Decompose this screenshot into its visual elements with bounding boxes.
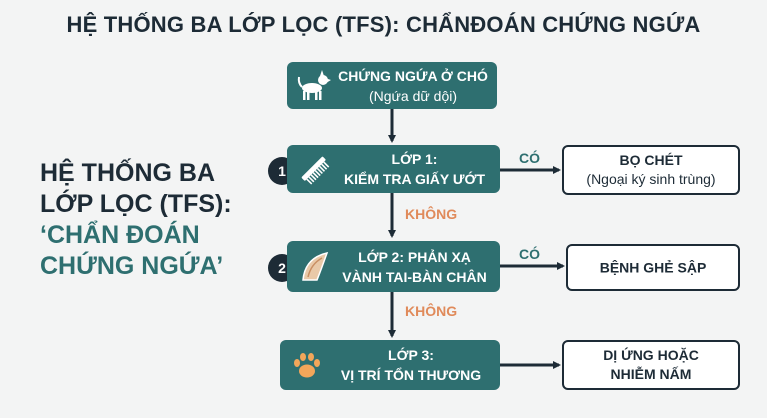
outcome-scabies-box: BỆNH GHẺ SẬP: [566, 244, 740, 291]
comb-icon: [295, 150, 333, 188]
outcome1-line1: BỌ CHÉT: [619, 152, 683, 168]
layer3-box: LỚP 3: VỊ TRÍ TỔN THƯƠNG: [280, 340, 500, 390]
start-box: CHỨNG NGỨA Ở CHÓ (Ngứa dữ dội): [287, 62, 497, 109]
start-title: CHỨNG NGỨA Ở CHÓ: [338, 67, 488, 84]
side-heading: HỆ THỐNG BA LỚP LỌC (TFS): ‘CHẨN ĐOÁN CH…: [40, 158, 270, 282]
side-heading-line-2: LỚP LỌC (TFS):: [40, 190, 232, 218]
layer2-line2: VÀNH TAI-BÀN CHÂN: [342, 268, 487, 285]
layer3-line1: LỚP 3:: [388, 347, 434, 363]
layer2-line1: LỚP 2: PHẢN XẠ: [358, 248, 471, 265]
paw-icon: [288, 346, 326, 384]
outcome-flea-box: BỌ CHÉT (Ngoại ký sinh trùng): [562, 145, 740, 195]
outcome3-line2: NHIỄM NẤM: [610, 366, 692, 382]
layer2-no-label: KHÔNG: [405, 303, 458, 319]
layer1-no-label: KHÔNG: [405, 206, 458, 222]
outcome-allergy-box: DỊ ỨNG HOẶC NHIỄM NẤM: [562, 340, 740, 390]
layer1-line1: LỚP 1:: [391, 151, 438, 167]
page-title: HỆ THỐNG BA LỚP LỌC (TFS): CHẨNĐOÁN CHỨN…: [66, 12, 701, 37]
outcome2-line1: BỆNH GHẺ SẬP: [599, 259, 707, 275]
ear-icon: [295, 248, 333, 286]
layer1-box: LỚP 1: KIỂM TRA GIẤY ƯỚT: [287, 145, 500, 193]
layer2-yes-label: CÓ: [519, 246, 540, 262]
outcome1-line2: (Ngoại ký sinh trùng): [586, 171, 716, 187]
side-heading-line-1: HỆ THỐNG BA: [40, 159, 215, 187]
side-heading-line-4: CHỨNG NGỨA’: [40, 252, 224, 280]
side-heading-line-3: ‘CHẨN ĐOÁN: [40, 221, 200, 249]
outcome3-line1: DỊ ỨNG HOẶC: [603, 347, 699, 363]
layer1-line2: KIỂM TRA GIẤY ƯỚT: [343, 171, 485, 187]
start-subtitle: (Ngứa dữ dội): [369, 87, 457, 104]
layer3-line2: VỊ TRÍ TỔN THƯƠNG: [340, 367, 482, 383]
dog-icon: [295, 67, 333, 105]
layer2-box: LỚP 2: PHẢN XẠ VÀNH TAI-BÀN CHÂN: [287, 241, 500, 292]
layer1-yes-label: CÓ: [519, 150, 540, 166]
